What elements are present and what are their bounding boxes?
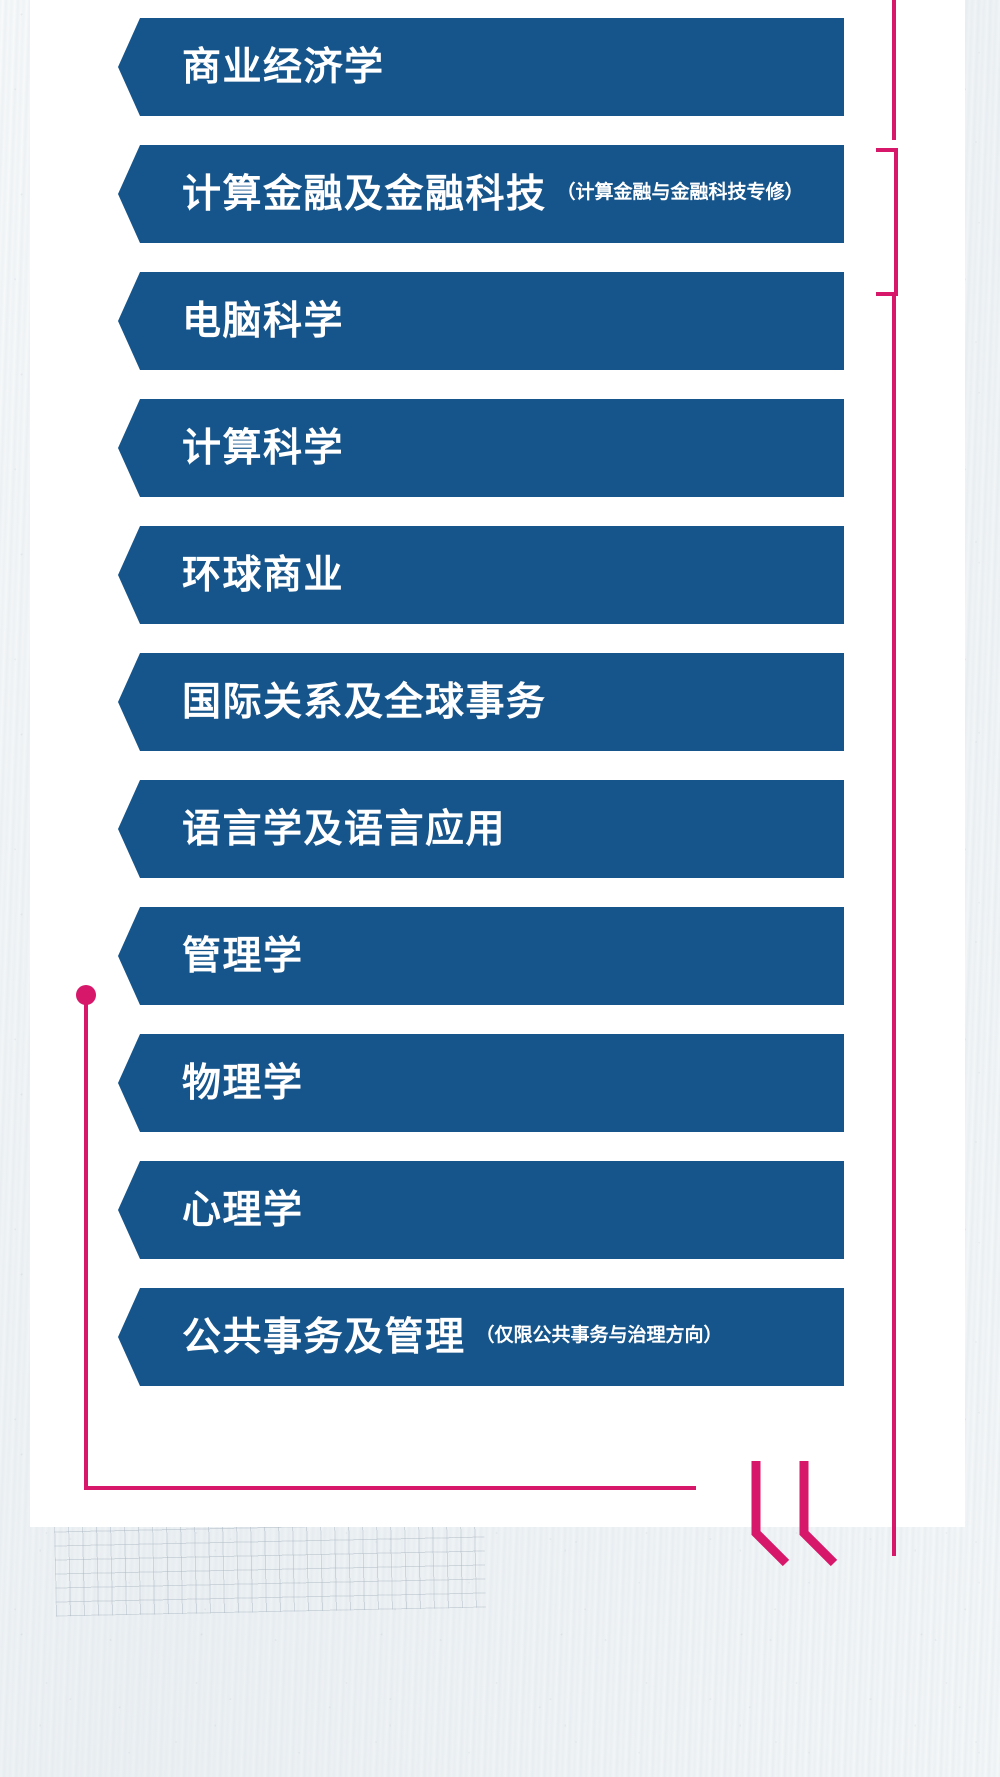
program-name: 公共事务及管理 (182, 1315, 466, 1359)
accent-dot-marker (76, 985, 96, 1005)
grid-paper-texture (54, 1517, 486, 1617)
program-name: 计算科学 (182, 426, 345, 470)
content-card: 商业经济学 计算金融及金融科技 （计算金融与金融科技专修） 电脑科学 计算科学 … (30, 0, 965, 1567)
accent-bracket-right (876, 148, 898, 296)
program-name: 管理学 (182, 934, 304, 978)
accent-rule-right-lower (892, 296, 896, 1556)
program-name: 语言学及语言应用 (182, 807, 507, 851)
list-item[interactable]: 管理学 (140, 907, 844, 1005)
program-name: 环球商业 (182, 553, 345, 597)
list-item[interactable]: 商业经济学 (140, 18, 844, 116)
list-item[interactable]: 环球商业 (140, 526, 844, 624)
list-item[interactable]: 计算科学 (140, 399, 844, 497)
program-name: 心理学 (182, 1188, 304, 1232)
accent-rule-left-horizontal (84, 1486, 696, 1490)
closing-quote-icon (742, 1455, 862, 1575)
list-item[interactable]: 物理学 (140, 1034, 844, 1132)
program-name: 计算金融及金融科技 (182, 172, 547, 216)
list-item[interactable]: 电脑科学 (140, 272, 844, 370)
program-name: 国际关系及全球事务 (182, 680, 547, 724)
list-item[interactable]: 语言学及语言应用 (140, 780, 844, 878)
program-note: （计算金融与金融科技专修） (556, 182, 804, 203)
list-item[interactable]: 心理学 (140, 1161, 844, 1259)
program-list: 商业经济学 计算金融及金融科技 （计算金融与金融科技专修） 电脑科学 计算科学 … (140, 18, 844, 1415)
list-item[interactable]: 计算金融及金融科技 （计算金融与金融科技专修） (140, 145, 844, 243)
program-note: （仅限公共事务与治理方向） (475, 1325, 723, 1346)
program-name: 电脑科学 (182, 299, 345, 343)
list-item[interactable]: 公共事务及管理 （仅限公共事务与治理方向） (140, 1288, 844, 1386)
list-item[interactable]: 国际关系及全球事务 (140, 653, 844, 751)
accent-rule-top-right (892, 0, 896, 140)
program-name: 商业经济学 (182, 45, 385, 89)
accent-rule-left-vertical (84, 1000, 88, 1490)
program-name: 物理学 (182, 1061, 304, 1105)
